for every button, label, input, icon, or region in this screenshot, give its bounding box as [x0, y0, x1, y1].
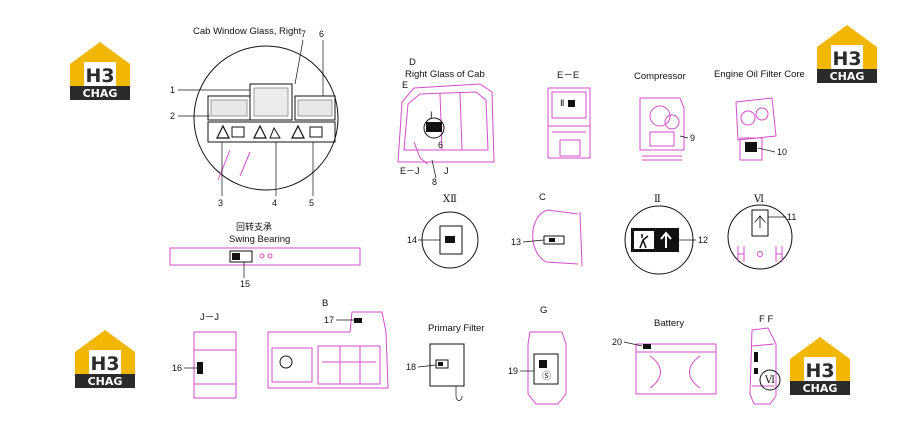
cab-window-glass-right-title: Cab Window Glass, Right — [193, 26, 302, 37]
logo-word: CHAG — [830, 70, 865, 83]
h3-chag-logo-bottom-right: H3 CHAG — [790, 337, 850, 395]
e-marker: E — [402, 80, 408, 90]
e-e-section-detail: E－E Ⅱ — [547, 70, 591, 159]
b-detail: B 17 — [267, 298, 389, 389]
h3-chag-logo-bottom-left: H3 CHAG — [75, 330, 135, 388]
callout-10: 10 — [777, 147, 787, 157]
callout-12: 12 — [698, 235, 708, 245]
xii-detail: XⅡ 14 — [407, 194, 479, 269]
ii-marker: Ⅱ — [560, 98, 564, 108]
callout-15: 15 — [240, 279, 250, 289]
callout-3: 3 — [218, 198, 223, 208]
callout-2: 2 — [170, 111, 175, 121]
callout-20: 20 — [612, 337, 622, 347]
battery-title: Battery — [654, 318, 684, 329]
logo-mark: H3 — [832, 48, 861, 70]
logo-mark: H3 — [805, 360, 834, 382]
callout-4: 4 — [272, 198, 277, 208]
battery-detail: Battery 20 — [612, 318, 717, 395]
g-title: G — [540, 305, 547, 316]
swing-bearing-detail: 回转支承 Swing Bearing 15 — [169, 221, 361, 289]
vi-detail: Ⅵ 11 — [727, 194, 796, 270]
f-f-detail: F F Ⅵ — [749, 314, 781, 405]
logo-word: CHAG — [83, 87, 118, 100]
d-view-title: D — [409, 57, 416, 68]
b-title: B — [322, 298, 328, 309]
h3-chag-logo-top-left: H3 CHAG — [70, 42, 130, 100]
callout-19: 19 — [508, 366, 518, 376]
j-marker: J — [444, 166, 449, 176]
e-e-title: E－E — [557, 70, 579, 81]
callout-16: 16 — [172, 363, 182, 373]
callout-5: 5 — [309, 198, 314, 208]
c-title: C — [539, 192, 546, 203]
callout-18: 18 — [406, 362, 416, 372]
j-j-title: J－J — [200, 312, 219, 323]
callout-9: 9 — [690, 133, 695, 143]
callout-8: 8 — [432, 177, 437, 187]
right-glass-of-cab-title: Right Glass of Cab — [405, 69, 485, 80]
logo-mark: H3 — [85, 65, 114, 87]
vi-title: Ⅵ — [753, 194, 764, 205]
callout-13: 13 — [511, 237, 521, 247]
compressor-detail: Compressor 9 — [634, 71, 695, 161]
ii-title: Ⅱ — [654, 194, 661, 205]
logo-word: CHAG — [88, 375, 123, 388]
cab-window-glass-right-detail: Cab Window Glass, Right 1 2 3 4 5 6 7 — [170, 26, 339, 208]
detail-i-marker: I — [430, 110, 433, 120]
compressor-title: Compressor — [634, 71, 686, 82]
logo-mark: H3 — [90, 353, 119, 375]
callout-17: 17 — [324, 315, 334, 325]
callout-6: 6 — [319, 29, 324, 39]
g-detail: G Ⓢ 19 — [508, 305, 567, 405]
swing-bearing-cn-title: 回转支承 — [236, 221, 272, 233]
engine-oil-filter-core-title: Engine Oil Filter Core — [714, 69, 805, 80]
callout-14: 14 — [407, 235, 417, 245]
swing-bearing-title: Swing Bearing — [229, 234, 290, 245]
xii-title: XⅡ — [443, 194, 457, 205]
logo-word: CHAG — [803, 382, 838, 395]
h3-chag-logo-top-right: H3 CHAG — [817, 25, 877, 83]
ii-detail: Ⅱ 12 — [624, 194, 708, 275]
vi-marker: Ⅵ — [764, 375, 775, 386]
primary-filter-detail: Primary Filter 18 — [406, 323, 484, 401]
callout-7: 7 — [301, 29, 306, 39]
c-detail: C 13 — [511, 192, 583, 267]
callout-1: 1 — [170, 85, 175, 95]
callout-6b: 6 — [438, 140, 443, 150]
callout-11: 11 — [787, 212, 796, 222]
primary-filter-title: Primary Filter — [428, 323, 484, 334]
e-j-marker: E－J — [400, 166, 420, 176]
svg-text:Ⓢ: Ⓢ — [542, 371, 551, 381]
j-j-detail: J－J 16 — [172, 312, 237, 399]
f-f-title: F F — [759, 314, 773, 325]
right-glass-of-cab-detail: D Right Glass of Cab E I 6 E－J J 8 — [397, 57, 495, 187]
engine-oil-filter-core-detail: Engine Oil Filter Core 10 — [714, 69, 805, 161]
